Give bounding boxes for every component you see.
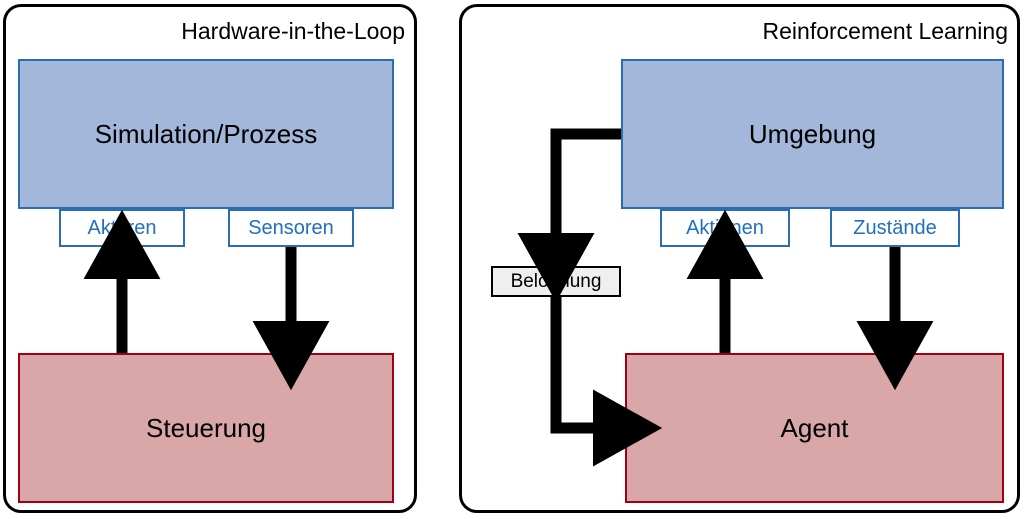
tag-sensoren: Sensoren — [228, 209, 354, 247]
tag-zustaende: Zustände — [830, 209, 960, 247]
tag-label-zustaende: Zustände — [853, 216, 937, 239]
tag-belohnung: Belohnung — [491, 266, 621, 297]
panel-title-hardware-in-the-loop: Hardware-in-the-Loop — [181, 18, 405, 44]
tag-label-aktoren: Aktoren — [87, 216, 157, 239]
panel-title-reinforcement-learning: Reinforcement Learning — [762, 18, 1008, 44]
block-label-agent: Agent — [780, 412, 849, 443]
block-umgebung: Umgebung — [621, 59, 1004, 209]
tag-label-aktionen: Aktionen — [686, 216, 764, 239]
tag-label-belohnung: Belohnung — [510, 270, 602, 292]
block-simulation-prozess: Simulation/Prozess — [18, 59, 394, 209]
tag-label-sensoren: Sensoren — [248, 216, 334, 239]
block-agent: Agent — [625, 353, 1004, 503]
block-label-steuerung: Steuerung — [146, 412, 266, 443]
block-label-umgebung: Umgebung — [748, 118, 877, 149]
block-steuerung: Steuerung — [18, 353, 394, 503]
tag-aktoren: Aktoren — [59, 209, 185, 247]
tag-aktionen: Aktionen — [660, 209, 790, 247]
block-label-simulation-prozess: Simulation/Prozess — [94, 118, 318, 149]
